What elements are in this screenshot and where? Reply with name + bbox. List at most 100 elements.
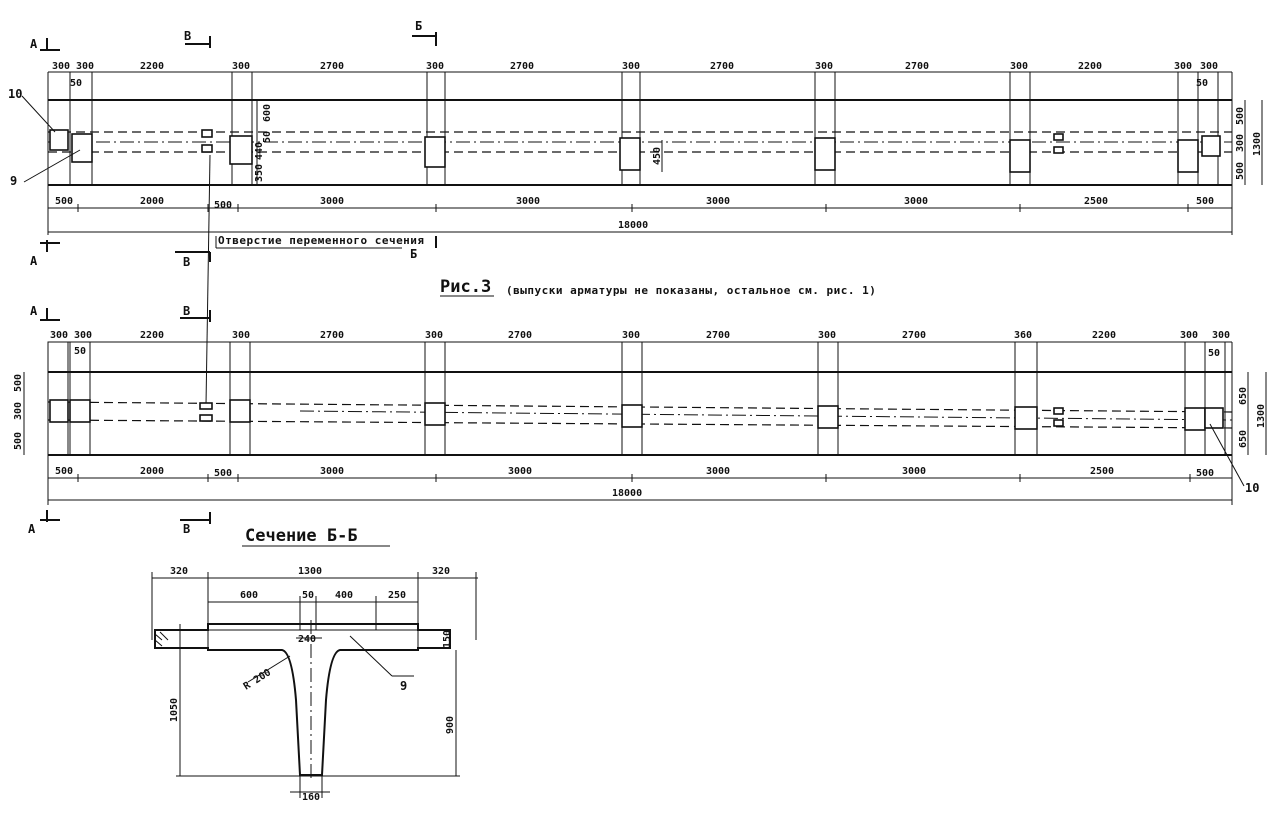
hole-dim-text: 440 [254, 142, 265, 160]
plan-bottom: А А В В [13, 304, 1267, 536]
section-height-total: 1050 [169, 698, 180, 722]
callout-ten: 10 [8, 87, 22, 101]
dim-text: 500 [214, 200, 232, 211]
dim-text: 300 [74, 330, 92, 341]
dim-text: 300 [815, 61, 833, 72]
plan-top: А А В В Б Б [8, 19, 1263, 406]
rib-square [424, 136, 446, 168]
section-mark-a-top-line [40, 38, 60, 51]
rib-strip [426, 71, 446, 186]
hole-depth-text: 450 [652, 147, 663, 165]
section-mark-a-top-lower-line [40, 240, 60, 252]
hole-upper-right [1053, 407, 1064, 415]
dim-text: 300 [1200, 61, 1218, 72]
dim-text: 3000 [706, 466, 730, 477]
section-title: Сечение Б-Б [245, 526, 358, 546]
section-web-bottom-text: 160 [302, 792, 320, 803]
section-web-top-text: 240 [298, 634, 316, 645]
rib-strip [1009, 71, 1031, 186]
section-mark-b-top: Б [415, 19, 422, 33]
dim-text: 2200 [140, 330, 164, 341]
callout-nine-leader [23, 149, 81, 183]
rib-strip [814, 71, 836, 186]
dim-text: 2500 [1090, 466, 1114, 477]
section-mark-v-top-lower-line [175, 251, 211, 262]
dim-text: 2700 [905, 61, 929, 72]
rib-strip [229, 341, 251, 456]
hole-lower [199, 414, 213, 422]
dim-text: 300 [622, 330, 640, 341]
dim-text: 300 [232, 61, 250, 72]
dim-text-small: 50 [1208, 348, 1220, 359]
dim-ticks-top [77, 204, 1189, 212]
rib-strip [1184, 341, 1206, 456]
dim-text: 300 [1174, 61, 1192, 72]
right-dim-text: 650 [1238, 387, 1249, 405]
dim-text: 2000 [140, 466, 164, 477]
dim-text: 3000 [320, 196, 344, 207]
dim-text: 360 [1014, 330, 1032, 341]
dim-text: 2200 [1092, 330, 1116, 341]
dim-text: 500 [1196, 468, 1214, 479]
rib-square [817, 405, 839, 429]
section-mark-v-bottom-line [180, 310, 211, 322]
dim-text-small: 50 [1196, 78, 1208, 89]
dim-text: 300 [1180, 330, 1198, 341]
section-dim-text: 1300 [298, 566, 322, 577]
section-mark-b-top-line [412, 32, 437, 46]
section-end-hatch [154, 631, 169, 647]
rib-strip [1204, 341, 1226, 456]
section-mark-v-top-line [185, 36, 211, 48]
dim-text: 2000 [140, 196, 164, 207]
dim-text: 300 [1010, 61, 1028, 72]
dim-ticks-bottom [77, 474, 1191, 482]
rib-square [814, 137, 836, 171]
section-flange-edge-text: 150 [442, 630, 453, 648]
section-height-web: 900 [445, 716, 456, 734]
hole-lower-right [1053, 146, 1064, 154]
hole-upper-right [1053, 133, 1064, 141]
rib-squares-top [49, 129, 1221, 173]
section-mark-v-bottom-lower-line [180, 512, 211, 524]
dim-text: 300 [232, 330, 250, 341]
section-callout-nine: 9 [400, 679, 407, 693]
section-dim-text: 320 [170, 566, 188, 577]
hole-lower [201, 144, 213, 153]
rib-square [229, 135, 253, 165]
right-dim-text: 300 [1235, 134, 1246, 152]
right-dim-total-text: 1300 [1256, 404, 1267, 428]
rib-square [49, 129, 69, 151]
dim-text: 300 [52, 61, 70, 72]
section-mark-a-bottom-lower: А [28, 522, 36, 536]
dim-text: 2700 [508, 330, 532, 341]
dim-text: 300 [425, 330, 443, 341]
rib-square [621, 404, 643, 428]
hole-note: Отверстие переменного сечения [218, 234, 425, 247]
right-dim-text: 500 [1235, 162, 1246, 180]
left-dim-text: 500 [13, 374, 24, 392]
dim-text: 2500 [1084, 196, 1108, 207]
dim-text-small: 50 [74, 346, 86, 357]
section-bb: Сечение Б-Б 320 1300 320 600 50 400 250 … [151, 526, 478, 803]
dim-text: 500 [55, 196, 73, 207]
section-radius-leader [247, 655, 291, 683]
section-profile [154, 623, 451, 776]
rib-square [1201, 135, 1221, 157]
dim-text: 2700 [320, 61, 344, 72]
dim-text: 300 [622, 61, 640, 72]
dim-text: 2700 [902, 330, 926, 341]
left-dim-text: 300 [13, 402, 24, 420]
dim-text-small: 50 [70, 78, 82, 89]
callout-nine: 9 [10, 174, 17, 188]
figure-title: Рис.3 [440, 277, 491, 297]
dim-text: 300 [50, 330, 68, 341]
rib-strip [1014, 341, 1038, 456]
dim-text: 3000 [706, 196, 730, 207]
hole-leader-long [205, 154, 211, 406]
section-callout-leader [349, 635, 393, 677]
hole-dim-text: 50 [262, 131, 273, 143]
rib-square [71, 133, 93, 163]
rib-square [1184, 407, 1206, 431]
hole-upper [201, 129, 213, 138]
